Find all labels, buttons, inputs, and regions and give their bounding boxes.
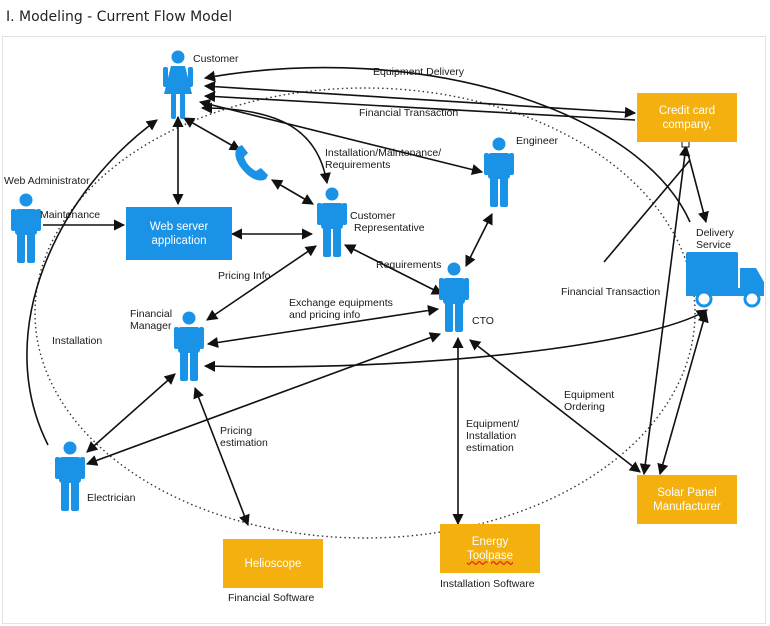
web-server-label: Web server application bbox=[149, 220, 209, 247]
label-financial-manager-line1: Financial bbox=[130, 308, 172, 320]
label-electrician: Electrician bbox=[87, 492, 136, 504]
web-administrator-figure bbox=[11, 193, 41, 263]
label-cto: CTO bbox=[472, 315, 494, 327]
label-delivery-service-line2: Service bbox=[696, 239, 731, 251]
financial-manager-figure bbox=[174, 311, 204, 381]
edge-finmgr-helioscope bbox=[193, 386, 250, 527]
flow-installation: Installation bbox=[52, 335, 102, 347]
flow-exchange-line1: Exchange equipments bbox=[289, 297, 393, 309]
flow-eie-line3: estimation bbox=[466, 442, 514, 454]
customer-representative-figure bbox=[317, 187, 347, 257]
diagram-frame bbox=[2, 36, 766, 624]
credit-card-label: Credit card company, bbox=[658, 104, 716, 131]
electrician-figure bbox=[55, 441, 85, 511]
flow-requirements: Requirements bbox=[376, 259, 441, 271]
edge-finmgr-electrician bbox=[86, 373, 176, 453]
edge-engineer-cto bbox=[465, 212, 493, 268]
label-delivery-service-line1: Delivery bbox=[696, 227, 735, 239]
flow-pricing-info: Pricing Info bbox=[218, 270, 271, 282]
energy-toolbase-line1: Energy bbox=[471, 535, 509, 548]
edge-electrician-customer bbox=[26, 119, 158, 446]
flow-financial-transaction-right: Financial Transaction bbox=[561, 286, 660, 298]
edge-rep-cto bbox=[344, 244, 443, 295]
edge-delivery-solarpanel bbox=[657, 310, 709, 476]
web-server-box: Web server application bbox=[126, 207, 232, 260]
label-customer-representative: Customer Representative bbox=[350, 210, 425, 234]
flow-exchange-line2: and pricing info bbox=[289, 309, 360, 321]
flow-equipment-installation-estimation: Equipment/ Installation estimation bbox=[466, 418, 522, 454]
phone-icon bbox=[235, 145, 268, 181]
flow-installation-requirements: Installation/Maintenance/ Requirements bbox=[325, 147, 444, 171]
flow-eie-line1: Equipment/ bbox=[466, 418, 519, 430]
flow-exchange: Exchange equipments and pricing info bbox=[289, 297, 396, 321]
solar-panel-box: Solar Panel Manufacturer bbox=[637, 475, 737, 524]
label-financial-manager: Financial Manager bbox=[130, 308, 175, 332]
flow-maintenance: Maintenance bbox=[40, 209, 100, 221]
flow-equipment-ordering: Equipment Ordering bbox=[564, 389, 617, 413]
flow-financial-transaction-top: Financial Transaction bbox=[359, 107, 458, 119]
label-web-administrator: Web Administrator bbox=[4, 175, 90, 187]
cto-figure bbox=[439, 262, 469, 332]
flow-installation-requirements-line1: Installation/Maintenance/ bbox=[325, 147, 441, 159]
flow-equipment-ordering-line1: Equipment bbox=[564, 389, 614, 401]
edge-delivery-creditcard-diag bbox=[603, 159, 691, 263]
edge-creditcard-solarpanel bbox=[639, 144, 691, 476]
solar-panel-label: Solar Panel Manufacturer bbox=[653, 486, 721, 513]
label-financial-manager-line2: Manager bbox=[130, 320, 172, 332]
label-financial-software: Financial Software bbox=[228, 592, 315, 604]
page-title: I. Modeling - Current Flow Model bbox=[6, 9, 233, 25]
edge-customer-rep-curve bbox=[200, 102, 331, 185]
flow-pricing-estimation-line1: Pricing bbox=[220, 425, 252, 437]
energy-toolbase-box: Energy Toolpase bbox=[440, 524, 540, 573]
label-delivery-service: Delivery Service bbox=[696, 227, 737, 251]
label-installation-software: Installation Software bbox=[440, 578, 535, 590]
label-customer-representative-line1: Customer bbox=[350, 210, 396, 222]
label-engineer: Engineer bbox=[516, 135, 559, 147]
flow-eie-line2: Installation bbox=[466, 430, 516, 442]
engineer-figure bbox=[484, 137, 514, 207]
customer-figure bbox=[163, 50, 193, 119]
flow-pricing-estimation-line2: estimation bbox=[220, 437, 268, 449]
flow-installation-requirements-line2: Requirements bbox=[325, 159, 390, 171]
credit-card-box: Credit card company, bbox=[637, 93, 737, 142]
truck-icon bbox=[686, 252, 764, 308]
flow-pricing-estimation: Pricing estimation bbox=[220, 425, 268, 449]
edge-phone-rep bbox=[271, 179, 314, 205]
edge-customer-phone bbox=[183, 117, 241, 151]
flow-equipment-ordering-line2: Ordering bbox=[564, 401, 605, 413]
energy-toolbase-line2: Toolpase bbox=[466, 549, 514, 562]
edge-creditcard-delivery bbox=[685, 145, 709, 224]
label-customer: Customer bbox=[193, 53, 239, 65]
helioscope-label: Helioscope bbox=[244, 557, 302, 570]
label-customer-representative-line2: Representative bbox=[354, 222, 425, 234]
helioscope-box: Helioscope bbox=[223, 539, 323, 588]
flow-equipment-delivery: Equipment Delivery bbox=[373, 66, 465, 78]
